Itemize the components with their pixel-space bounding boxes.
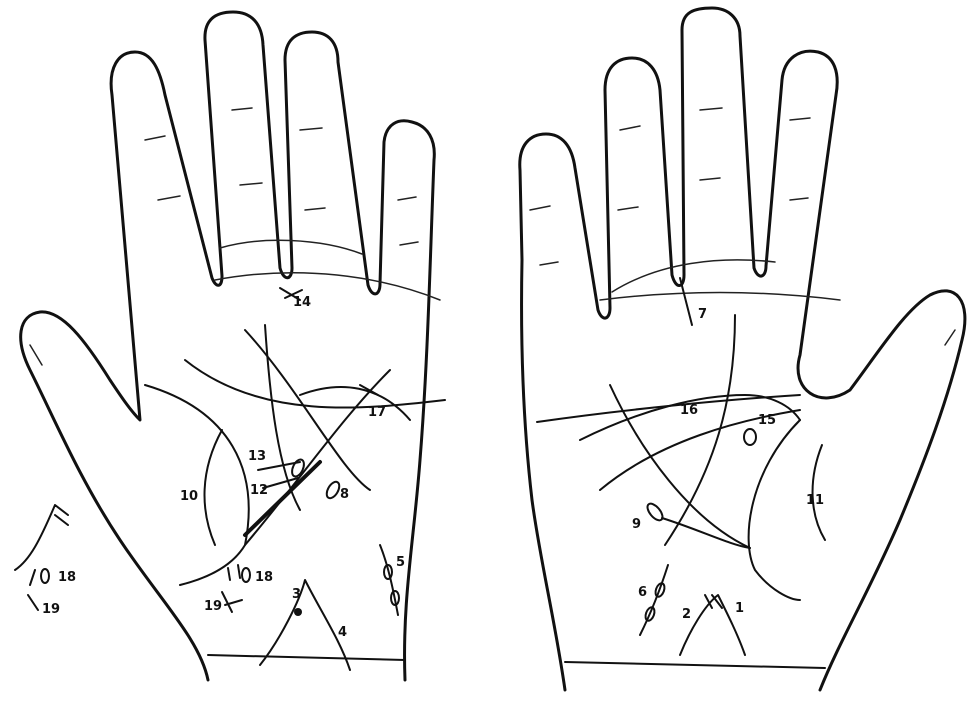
left-wrist-line [208, 655, 405, 660]
mark-19-left [222, 592, 242, 612]
left-mount-arc [205, 430, 222, 545]
label-13: 13 [248, 449, 266, 464]
label-16: 16 [680, 403, 698, 418]
label-6: 6 [638, 585, 647, 600]
island-15 [744, 429, 756, 445]
left-life-line [145, 385, 249, 585]
island-18-sketch [41, 569, 49, 583]
label-2: 2 [682, 607, 691, 622]
left-hand [21, 12, 445, 680]
dot-3 [294, 608, 302, 616]
label-17: 17 [368, 405, 386, 420]
left-head-line [185, 360, 445, 408]
label-19-left: 19 [204, 599, 222, 614]
label-10: 10 [180, 489, 198, 504]
right-cross-line [680, 278, 692, 325]
left-knuckle-creases [30, 108, 440, 365]
label-14: 14 [293, 295, 311, 310]
label-1: 1 [735, 601, 744, 616]
label-7: 7 [698, 307, 707, 322]
left-diagonal-line [245, 370, 390, 545]
mark-18-left [228, 565, 240, 580]
label-18-sketch: 18 [58, 570, 76, 585]
label-19-sketch: 19 [42, 602, 60, 617]
right-line-9 [662, 518, 750, 548]
label-11: 11 [806, 493, 824, 508]
island-9 [645, 501, 666, 523]
label-12: 12 [250, 483, 268, 498]
right-wrist-line [565, 662, 825, 668]
left-thick-line [245, 462, 320, 535]
label-18-left: 18 [255, 570, 273, 585]
left-hand-outline [21, 12, 435, 680]
label-8: 8 [340, 487, 349, 502]
label-9: 9 [632, 517, 641, 532]
right-thumb-arc [749, 420, 800, 600]
right-hand-outline [520, 8, 965, 690]
branch-sketch [15, 505, 68, 610]
right-chain-6 [640, 565, 668, 635]
label-4: 4 [338, 625, 347, 640]
label-15: 15 [758, 413, 776, 428]
label-5: 5 [396, 555, 405, 570]
right-fate-line [665, 315, 735, 545]
right-knuckle-creases [530, 108, 955, 345]
label-3: 3 [292, 587, 301, 602]
left-cross-line [300, 387, 410, 420]
right-hand [520, 8, 965, 690]
island-18-left [242, 568, 250, 582]
